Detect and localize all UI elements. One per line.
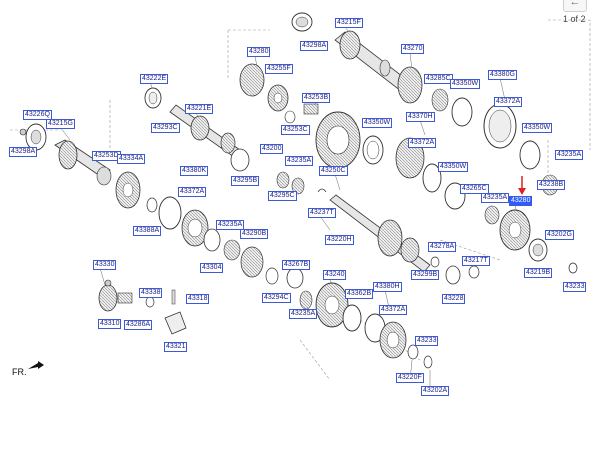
part-callout-43226q[interactable]: 43226Q <box>23 110 52 120</box>
part-callout-43350w[interactable]: 43350W <box>450 79 481 89</box>
part-callout-43372a[interactable]: 43372A <box>379 305 408 315</box>
part-callout-43270[interactable]: 43270 <box>401 44 425 54</box>
part-callout-43238b[interactable]: 43238B <box>537 180 566 190</box>
part-callout-43380h[interactable]: 43380H <box>373 282 402 292</box>
main-shaft-43270 <box>334 30 423 104</box>
part-callout-43334a[interactable]: 43334A <box>117 154 146 164</box>
gear-43280-top <box>239 63 265 97</box>
part-callout-43220h[interactable]: 43220H <box>325 235 354 245</box>
part-callout-43265c[interactable]: 43265C <box>460 184 489 194</box>
part-callout-43255f[interactable]: 43255F <box>265 64 293 74</box>
part-callout-43240[interactable]: 43240 <box>323 270 347 280</box>
part-callout-43372a[interactable]: 43372A <box>494 97 523 107</box>
part-callout-43235a[interactable]: 43235A <box>216 220 245 230</box>
part-callout-43298a[interactable]: 43298A <box>300 41 329 51</box>
part-callout-43304[interactable]: 43304 <box>200 263 224 273</box>
part-callout-43237t[interactable]: 43237T <box>308 208 336 218</box>
part-callout-43200[interactable]: 43200 <box>260 144 284 154</box>
part-callout-43202g[interactable]: 43202G <box>545 230 574 240</box>
part-callout-43350w[interactable]: 43350W <box>362 118 393 128</box>
part-callout-43299b[interactable]: 43299B <box>411 270 440 280</box>
part-callout-43233[interactable]: 43233 <box>563 282 587 292</box>
part-callout-43215g[interactable]: 43215G <box>46 119 75 129</box>
part-callout-43215f[interactable]: 43215F <box>335 18 363 28</box>
part-callout-43286a[interactable]: 43286A <box>124 320 153 330</box>
part-callout-43235a[interactable]: 43235A <box>289 309 318 319</box>
part-callout-43235a[interactable]: 43235A <box>555 150 584 160</box>
highlight-arrow <box>518 176 526 195</box>
part-callout-43278a[interactable]: 43278A <box>428 242 457 252</box>
part-callout-43228[interactable]: 43228 <box>442 294 466 304</box>
part-callout-43321[interactable]: 43321 <box>164 342 188 352</box>
part-callout-43318[interactable]: 43318 <box>186 294 210 304</box>
part-callout-43372a[interactable]: 43372A <box>178 187 207 197</box>
part-callout-43338[interactable]: 43338 <box>139 288 163 298</box>
part-callout-43350w[interactable]: 43350W <box>522 123 553 133</box>
shaft-43215G <box>25 123 141 209</box>
part-callout-43221e[interactable]: 43221E <box>185 104 214 114</box>
part-callout-43253b[interactable]: 43253B <box>302 93 331 103</box>
part-callout-43310[interactable]: 43310 <box>98 319 122 329</box>
part-callout-43220f[interactable]: 43220F <box>396 373 424 383</box>
page-indicator: 1 of 2 <box>563 14 586 24</box>
part-callout-43295c[interactable]: 43295C <box>268 191 297 201</box>
part-callout-43294c[interactable]: 43294C <box>262 293 291 303</box>
part-callout-43350w[interactable]: 43350W <box>438 162 469 172</box>
part-callout-43280[interactable]: 43280 <box>509 196 533 206</box>
part-callout-43233[interactable]: 43233 <box>415 336 439 346</box>
part-callout-43267b[interactable]: 43267B <box>282 260 311 270</box>
part-callout-43235a[interactable]: 43235A <box>285 156 314 166</box>
part-callout-43380k[interactable]: 43380K <box>180 166 209 176</box>
prev-page-button[interactable]: ← <box>563 0 587 12</box>
part-callout-43362b[interactable]: 43362B <box>345 289 374 299</box>
shaft-43221E <box>169 104 241 158</box>
shaft-43220H <box>329 194 431 273</box>
part-callout-43370h[interactable]: 43370H <box>406 112 435 122</box>
part-callout-43290b[interactable]: 43290B <box>240 229 269 239</box>
part-callout-43298a[interactable]: 43298A <box>9 147 38 157</box>
part-callout-43202a[interactable]: 43202A <box>421 386 450 396</box>
part-callout-43219b[interactable]: 43219B <box>524 268 553 278</box>
part-callout-43388a[interactable]: 43388A <box>133 226 162 236</box>
part-callout-43253c[interactable]: 43253C <box>281 125 310 135</box>
front-direction-arrow-icon <box>28 361 44 369</box>
part-callout-43222e[interactable]: 43222E <box>140 74 169 84</box>
part-callout-43372a[interactable]: 43372A <box>408 138 437 148</box>
part-callout-43285c[interactable]: 43285C <box>424 74 453 84</box>
part-callout-43330[interactable]: 43330 <box>93 260 117 270</box>
part-callout-43250c[interactable]: 43250C <box>319 166 348 176</box>
part-callout-43235a[interactable]: 43235A <box>481 193 510 203</box>
part-callout-43217t[interactable]: 43217T <box>462 256 490 266</box>
part-callout-43380g[interactable]: 43380G <box>488 70 517 80</box>
part-callout-43295b[interactable]: 43295B <box>231 176 260 186</box>
front-direction-label: FR. <box>12 367 27 377</box>
part-callout-43293c[interactable]: 43293C <box>151 123 180 133</box>
part-callout-43280[interactable]: 43280 <box>247 47 271 57</box>
